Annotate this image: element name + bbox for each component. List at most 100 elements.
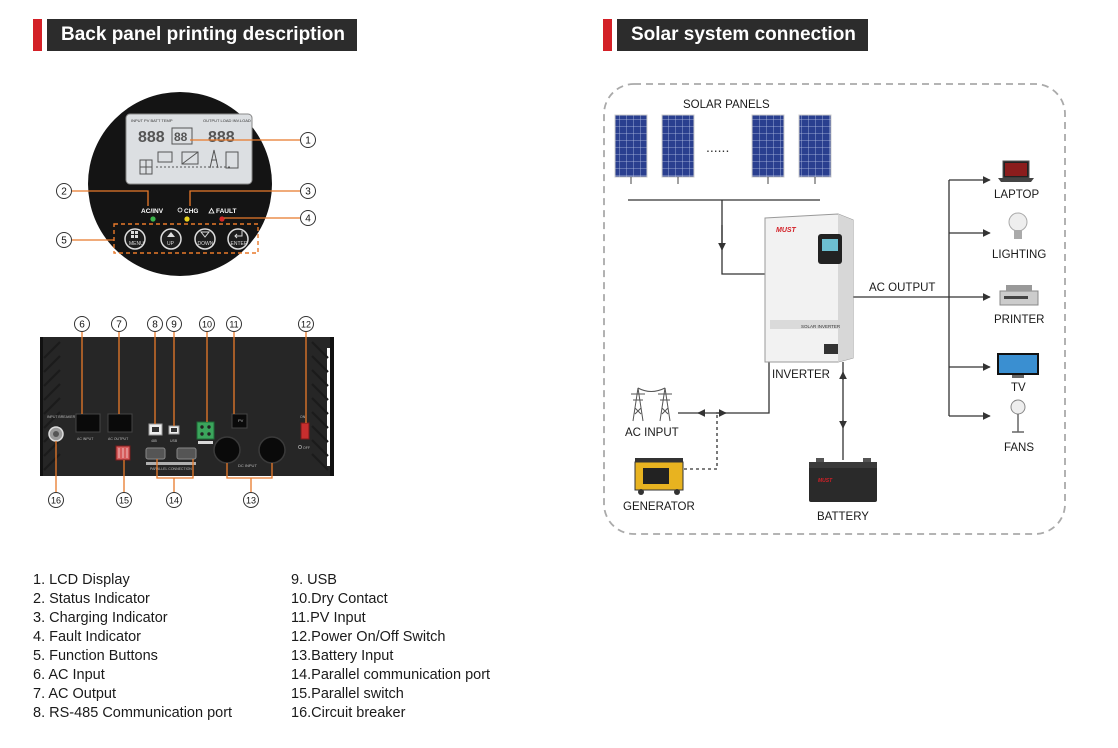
laptop-icon [998, 160, 1034, 182]
callout-1: 1 [300, 132, 316, 148]
pv-input-terminal[interactable] [231, 413, 248, 429]
up-arrow-icon [167, 232, 175, 237]
legend-item: 3. Charging Indicator [33, 610, 168, 626]
callout-12-text: 12 [301, 320, 311, 330]
dry-contact-terminal[interactable] [196, 421, 215, 440]
parallel-port-a[interactable] [145, 447, 166, 460]
parallel-connection-label: PARALLEL CONNECTION [150, 467, 192, 471]
header-back-panel: Back panel printing description [33, 19, 357, 51]
legend-item: 16.Circuit breaker [291, 705, 406, 721]
switch-off-label: OFF [303, 446, 310, 450]
back-panel-diagram: INPUT PV BATT TEMP OUTPUT LOAD INV.LOAD … [40, 92, 334, 508]
callout-10: 10 [199, 316, 215, 332]
battery-input-positive[interactable] [258, 436, 286, 464]
lcd-tower-icon [209, 149, 219, 169]
power-tower-icon [631, 387, 672, 422]
printer-label: PRINTER [994, 314, 1044, 326]
legend-item: 9. USB [291, 572, 337, 588]
callout-5: 5 [56, 232, 72, 248]
battery-icon: MUST [809, 458, 877, 502]
callout-9-text: 9 [171, 320, 177, 331]
led-chg-ring [177, 207, 183, 213]
usb-label: USB [170, 439, 178, 443]
legend-item: 10.Dry Contact [291, 591, 388, 607]
callout-3-text: 3 [305, 187, 311, 198]
generator-label: GENERATOR [623, 501, 695, 513]
callout-2: 2 [56, 183, 72, 199]
enter-icon [234, 231, 243, 239]
led-chg [184, 216, 190, 222]
legend-item: 13.Battery Input [291, 648, 394, 664]
pv-label: PV [238, 418, 244, 423]
lcd-inverter-icon [181, 151, 199, 165]
ac-input-port-label: AC INPUT [77, 437, 94, 441]
led-chg-label: CHG [184, 208, 198, 215]
lighting-label: LIGHTING [992, 249, 1046, 261]
inverter-brand: MUST [776, 227, 797, 234]
callout-7: 7 [111, 316, 127, 332]
lcd-digits-mid: 88 [174, 130, 188, 144]
led-ac-inv-label: AC/INV [141, 208, 164, 215]
lcd-mid-frame [171, 127, 193, 145]
legend-item: 11.PV Input [291, 610, 366, 626]
solar-panels-ellipsis: ...... [706, 139, 729, 155]
legend-item: 1. LCD Display [33, 572, 130, 588]
solar-panels-label: SOLAR PANELS [683, 99, 770, 111]
solar-system-diagram: SOLAR PANELS ...... MUST SOLAR INVERTER [603, 83, 1066, 535]
solar-panel [751, 114, 785, 184]
generator-icon [634, 458, 684, 495]
callout-13: 13 [243, 492, 259, 508]
power-switch[interactable] [300, 422, 310, 440]
light-bulb-icon [1008, 212, 1028, 239]
callout-4: 4 [300, 210, 316, 226]
callout-13-text: 13 [246, 496, 256, 506]
system-boundary [603, 83, 1066, 535]
callout-16-text: 16 [51, 496, 61, 506]
parallel-port-b[interactable] [176, 447, 197, 460]
rs485-label: 485 [151, 439, 157, 443]
button-menu[interactable]: MENU [124, 228, 146, 250]
button-enter-label: ENTER [231, 241, 248, 247]
ac-output-terminal[interactable] [107, 413, 133, 433]
led-fault-label: FAULT [216, 208, 236, 215]
inverter-label: INVERTER [772, 369, 830, 381]
battery-brand: MUST [818, 478, 833, 484]
callout-15-text: 15 [119, 496, 129, 506]
callout-5-text: 5 [61, 236, 67, 247]
header-accent-bar [603, 19, 612, 51]
lcd-load-icon [225, 151, 239, 169]
callout-1-text: 1 [305, 136, 311, 147]
inverter-badge: SOLAR INVERTER [801, 324, 841, 329]
button-up[interactable]: UP [160, 228, 182, 250]
callout-4-text: 4 [305, 214, 311, 225]
callout-14-text: 14 [169, 496, 179, 506]
back-panel-body [40, 337, 334, 476]
callout-7-text: 7 [116, 320, 122, 331]
callout-11-text: 11 [229, 320, 238, 330]
callout-10-text: 10 [202, 320, 212, 330]
header-back-panel-title: Back panel printing description [47, 19, 357, 51]
callout-8: 8 [147, 316, 163, 332]
legend-item: 8. RS-485 Communication port [33, 705, 233, 721]
ac-output-port-label: AC OUTPUT [108, 437, 129, 441]
callout-8-text: 8 [152, 320, 158, 331]
header-accent-bar [33, 19, 42, 51]
button-down[interactable]: DOWN [194, 228, 216, 250]
lcd-digits-right: 888 [208, 129, 235, 146]
legend-right: 9. USB 10.Dry Contact 11.PV Input 12.Pow… [291, 571, 490, 723]
function-buttons-box [113, 223, 259, 254]
ac-input-terminal[interactable] [75, 413, 101, 433]
dc-input-label: DC INPUT [238, 463, 257, 468]
led-fault [219, 216, 225, 222]
battery-label: BATTERY [817, 511, 869, 523]
button-menu-label: MENU [129, 241, 144, 247]
legend-item: 12.Power On/Off Switch [291, 629, 446, 645]
front-callout-lines [72, 139, 300, 241]
legend-item: 4. Fault Indicator [33, 629, 141, 645]
ac-input-label: AC INPUT [625, 427, 679, 439]
lcd-header-left: INPUT PV BATT TEMP [131, 118, 173, 123]
button-enter[interactable]: ENTER [227, 228, 249, 250]
callout-2-text: 2 [61, 187, 67, 198]
battery-input-negative[interactable] [213, 436, 241, 464]
callout-15: 15 [116, 492, 132, 508]
